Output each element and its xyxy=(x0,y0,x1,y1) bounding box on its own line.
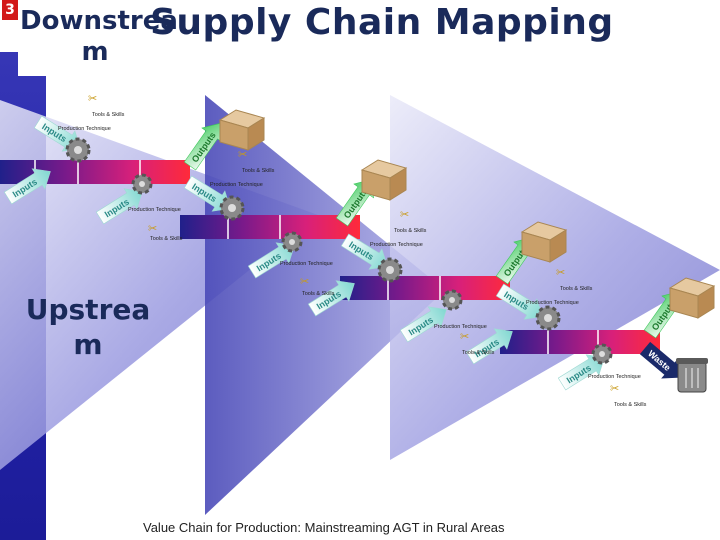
downstream-label-bg xyxy=(18,4,164,76)
wrench-icon: ✂ xyxy=(556,267,565,279)
wrench-icon: ✂ xyxy=(148,223,157,235)
gear-icon xyxy=(131,173,153,195)
caption: Value Chain for Production: Mainstreamin… xyxy=(143,520,505,535)
crate-icon xyxy=(520,221,568,263)
chain-bar-2 xyxy=(180,215,360,239)
crate-icon xyxy=(668,277,716,319)
svg-text:Tools & Skills: Tools & Skills xyxy=(614,402,647,408)
crate-icon xyxy=(360,159,408,201)
svg-text:Tools & Skills: Tools & Skills xyxy=(302,291,335,297)
gear-icon xyxy=(65,137,91,163)
tools-skills-4: ✂ Tools & Skills xyxy=(394,209,427,234)
downstream-label: Downstrea m xyxy=(20,6,178,68)
svg-text:Tools & Skills: Tools & Skills xyxy=(150,236,183,242)
wrench-icon: ✂ xyxy=(460,331,469,343)
wrench-icon: ✂ xyxy=(88,93,97,105)
svg-text:Production Technique: Production Technique xyxy=(370,242,423,248)
wrench-icon: ✂ xyxy=(610,383,619,395)
tools-skills-5: ✂ Tools & Skills xyxy=(300,276,335,297)
upstream-label: Upstrea m xyxy=(25,293,151,361)
gear-icon xyxy=(281,231,303,253)
gear-icon xyxy=(535,305,561,331)
chain-bar-4 xyxy=(500,330,660,354)
trash-bin-icon xyxy=(676,358,708,393)
tools-skills-8: ✂ Tools & Skills xyxy=(610,383,647,408)
production-technique-2: Production Technique xyxy=(210,182,263,188)
svg-text:Tools & Skills: Tools & Skills xyxy=(462,350,495,356)
svg-text:Tools & Skills: Tools & Skills xyxy=(242,168,275,174)
tools-skills-1: ✂ Tools & Skills xyxy=(88,93,125,118)
wrench-icon: ✂ xyxy=(238,149,247,161)
svg-text:Tools & Skills: Tools & Skills xyxy=(92,112,125,118)
production-technique-7: Production Technique xyxy=(434,324,487,330)
svg-text:Tools & Skills: Tools & Skills xyxy=(560,286,593,292)
gear-icon xyxy=(591,343,613,365)
slide-number: 3 xyxy=(2,0,18,20)
svg-text:Production Technique: Production Technique xyxy=(434,324,487,330)
wrench-icon: ✂ xyxy=(300,276,309,288)
page-title: Supply Chain Mapping xyxy=(150,2,614,43)
production-technique-5: Production Technique xyxy=(280,261,333,267)
svg-text:Production Technique: Production Technique xyxy=(526,300,579,306)
crate-icon xyxy=(218,109,266,151)
gear-icon xyxy=(377,257,403,283)
production-technique-1: Production Technique xyxy=(58,126,111,132)
production-technique-8: Production Technique xyxy=(588,374,641,380)
svg-text:Production Technique: Production Technique xyxy=(58,126,111,132)
svg-text:Production Technique: Production Technique xyxy=(280,261,333,267)
production-technique-4: Production Technique xyxy=(370,242,423,248)
production-technique-6: Production Technique xyxy=(526,300,579,306)
svg-text:Tools & Skills: Tools & Skills xyxy=(394,228,427,234)
tools-skills-2: ✂ Tools & Skills xyxy=(238,149,275,174)
svg-text:Production Technique: Production Technique xyxy=(210,182,263,188)
tools-skills-6: ✂ Tools & Skills xyxy=(556,267,593,292)
production-technique-3: Production Technique xyxy=(128,207,181,213)
tools-skills-3: ✂ Tools & Skills xyxy=(148,223,183,242)
chain-bar-3 xyxy=(340,276,510,300)
gear-icon xyxy=(441,289,463,311)
svg-text:Production Technique: Production Technique xyxy=(588,374,641,380)
wrench-icon: ✂ xyxy=(400,209,409,221)
triangle-right xyxy=(390,95,720,460)
tools-skills-7: ✂ Tools & Skills xyxy=(460,331,495,356)
gear-icon xyxy=(219,195,245,221)
svg-text:Production Technique: Production Technique xyxy=(128,207,181,213)
